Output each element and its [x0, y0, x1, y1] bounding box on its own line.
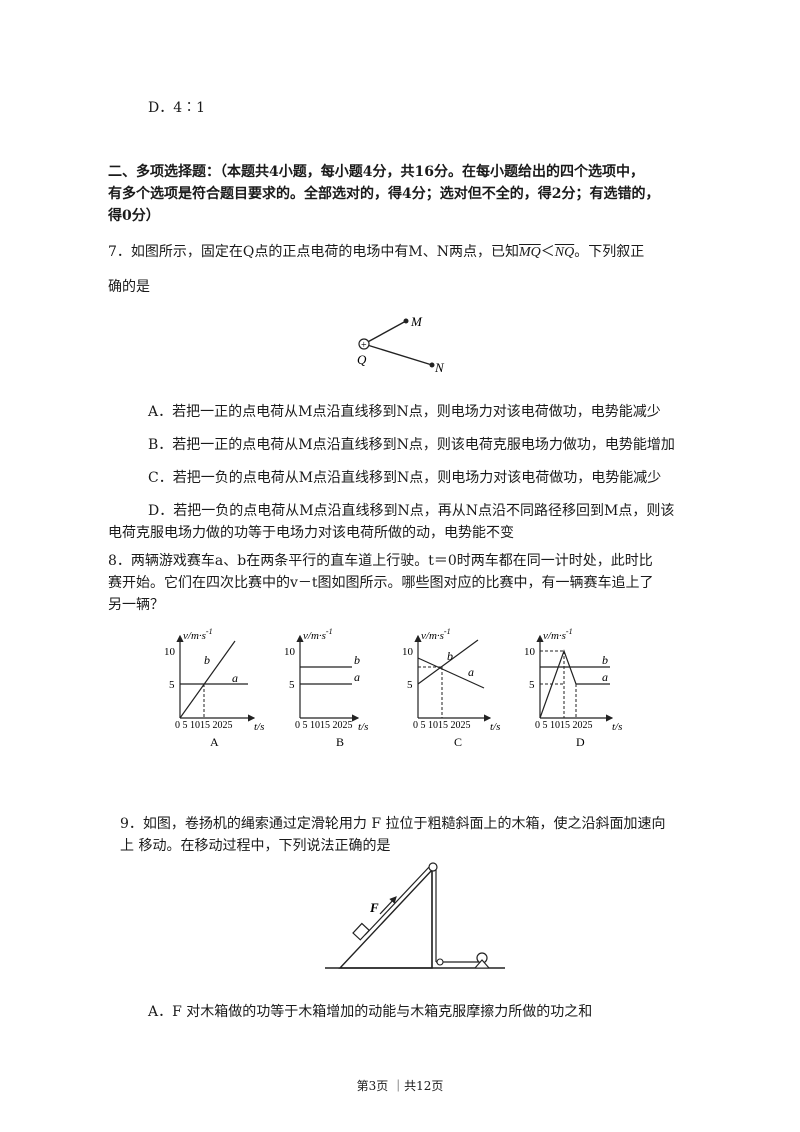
q9-box: [352, 922, 371, 941]
q7-stem-line2: 确的是: [108, 279, 150, 295]
q9-incline-figure: F: [325, 862, 505, 969]
q8-d-xticks: 0 5 1015 2025: [535, 720, 593, 731]
q8-panel-d: v/m·s-1 10 5 0 5 1015 2025 t/s b a D: [524, 627, 622, 749]
q9-stem-line1: 9．如图，卷扬机的绳索通过定滑轮用力 F 拉位于粗糙斜面上的木箱，使之沿斜面加速…: [120, 816, 666, 832]
q9-force-label: F: [369, 900, 379, 915]
q8-b-y10: 10: [284, 646, 296, 658]
q7-plus-sign: +: [361, 340, 367, 351]
q8-c-y5: 5: [407, 679, 413, 691]
q7-less-than: ＜: [540, 244, 555, 260]
q8-b-ylabel: v/m·s-1: [303, 627, 333, 642]
q8-c-line-a: [417, 657, 485, 689]
q7-stem: 7．如图所示，固定在Q点的正点电荷的电场中有M、N两点，已知MQ＜NQ。下列叙正: [108, 242, 644, 263]
q8-panel-a: v/m·s-1 10 5 0 5 1015 2025 t/s a b A: [164, 627, 264, 749]
q8-c-xticks: 0 5 1015 2025: [413, 720, 471, 731]
q7-option-b: B．若把一正的点电荷从M点沿直线移到N点，则该电荷克服电场力做功，电势能增加: [148, 437, 675, 453]
q8-a-line-b: [179, 640, 236, 719]
q8-b-label-a: a: [354, 670, 360, 684]
q8-b-xticks: 0 5 1015 2025: [295, 720, 353, 731]
q9-option-a: A．F 对木箱做的功等于木箱增加的动能与木箱克服摩擦力所做的功之和: [148, 1004, 593, 1020]
q8-d-y10: 10: [524, 646, 536, 658]
q8-b-xlabel: t/s: [358, 721, 368, 733]
q7-option-c: C．若把一负的点电荷从M点沿直线移到N点，则电场力对该电荷做功，电势能减少: [148, 470, 662, 486]
q8-a-xlabel: t/s: [254, 721, 264, 733]
prev-question-option-d: D．4∶1: [148, 100, 206, 116]
q8-a-y10: 10: [164, 646, 176, 658]
q8-stem-line3: 另一辆？: [108, 597, 164, 613]
q8-b-label-b: b: [354, 653, 360, 667]
q8-c-xlabel: t/s: [490, 721, 500, 733]
q7-label-q: Q: [357, 352, 367, 367]
q8-panel-c-label: C: [454, 735, 462, 749]
q8-b-y5: 5: [289, 679, 295, 691]
q8-c-label-a: a: [468, 665, 474, 679]
q8-c-ylabel: v/m·s-1: [421, 627, 451, 642]
q8-panel-c: v/m·s-1 10 5 0 5 1015 2025 t/s b a C: [402, 627, 500, 749]
q7-option-d-line1: D．若把一负的点电荷从M点沿直线移到N点，再从N点沿不同路径移回到M点，则该: [148, 503, 675, 519]
q7-stem-part1: 7．如图所示，固定在Q点的正点电荷的电场中有M、N两点，已知: [108, 244, 519, 260]
q7-point-n: [429, 362, 435, 368]
q8-panel-d-label: D: [576, 735, 585, 749]
section2-heading-line1: 二、多项选择题：（本题共4小题，每小题4分，共16分。在每小题给出的四个选项中，: [108, 164, 644, 180]
q8-d-y5: 5: [529, 679, 535, 691]
q7-nq-segment: NQ: [554, 245, 575, 260]
q8-stem-line1: 8．两辆游戏赛车a、b在两条平行的直车道上行驶。t＝0时两车都在同一计时处，此时…: [108, 553, 653, 569]
q8-d-xlabel: t/s: [612, 721, 622, 733]
q7-option-d-line2: 电荷克服电场力做的功等于电场力对该电荷所做的动，电势能不变: [108, 525, 514, 541]
q7-stem-part2: 。下列叙正: [574, 244, 645, 260]
q9-rope-slope: [364, 865, 431, 936]
q8-panel-a-label: A: [210, 735, 219, 749]
q9-winch-base: [473, 959, 491, 969]
q7-point-m: [403, 318, 409, 324]
q8-a-label-b: b: [204, 653, 210, 667]
q8-vt-graphs: v/m·s-1 10 5 0 5 1015 2025 t/s a b A v/m…: [164, 627, 622, 749]
q9-incline: [338, 868, 433, 969]
q8-stem-line2: 赛开始。它们在四次比赛中的v－t图如图所示。哪些图对应的比赛中，有一辆赛车追上了: [108, 575, 654, 591]
q8-a-xticks: 0 5 1015 2025: [175, 720, 233, 731]
q8-c-label-b: b: [447, 649, 453, 663]
q7-mq-segment: MQ: [518, 245, 541, 260]
q8-d-label-a: a: [602, 670, 608, 684]
q8-a-ylabel: v/m·s-1: [183, 627, 213, 642]
q8-a-label-a: a: [232, 671, 238, 685]
q9-stem-line2: 上 移动。在移动过程中，下列说法正确的是: [120, 838, 391, 854]
q9-lower-pulley: [436, 958, 444, 966]
q9-force-arrow: [379, 896, 397, 915]
section2-heading-line2: 有多个选项是符合题目要求的。全部选对的，得4分；选对但不全的，得2分；有选错的，: [108, 186, 660, 202]
q8-c-line-b: [417, 639, 479, 685]
q9-pulley: [428, 862, 438, 872]
q7-label-n: N: [434, 360, 445, 375]
q7-figure: + Q M N: [357, 314, 445, 375]
q8-c-y10: 10: [402, 646, 414, 658]
q7-line-qm: [363, 320, 407, 345]
q7-line-qn: [363, 343, 433, 366]
q8-d-ylabel: v/m·s-1: [543, 627, 573, 642]
q8-panel-b-label: B: [336, 735, 344, 749]
q8-a-y5: 5: [169, 679, 175, 691]
page-footer: 第3页 ｜共12页: [356, 1079, 444, 1093]
section2-heading-line3: 得0分）: [108, 208, 160, 224]
q7-option-a: A．若把一正的点电荷从M点沿直线移到N点，则电场力对该电荷做功，电势能减少: [148, 404, 661, 420]
q8-panel-b: v/m·s-1 10 5 0 5 1015 2025 t/s b a B: [284, 627, 368, 749]
q7-charge-circle: [358, 338, 370, 350]
q8-d-label-b: b: [602, 653, 608, 667]
q7-label-m: M: [410, 314, 423, 329]
